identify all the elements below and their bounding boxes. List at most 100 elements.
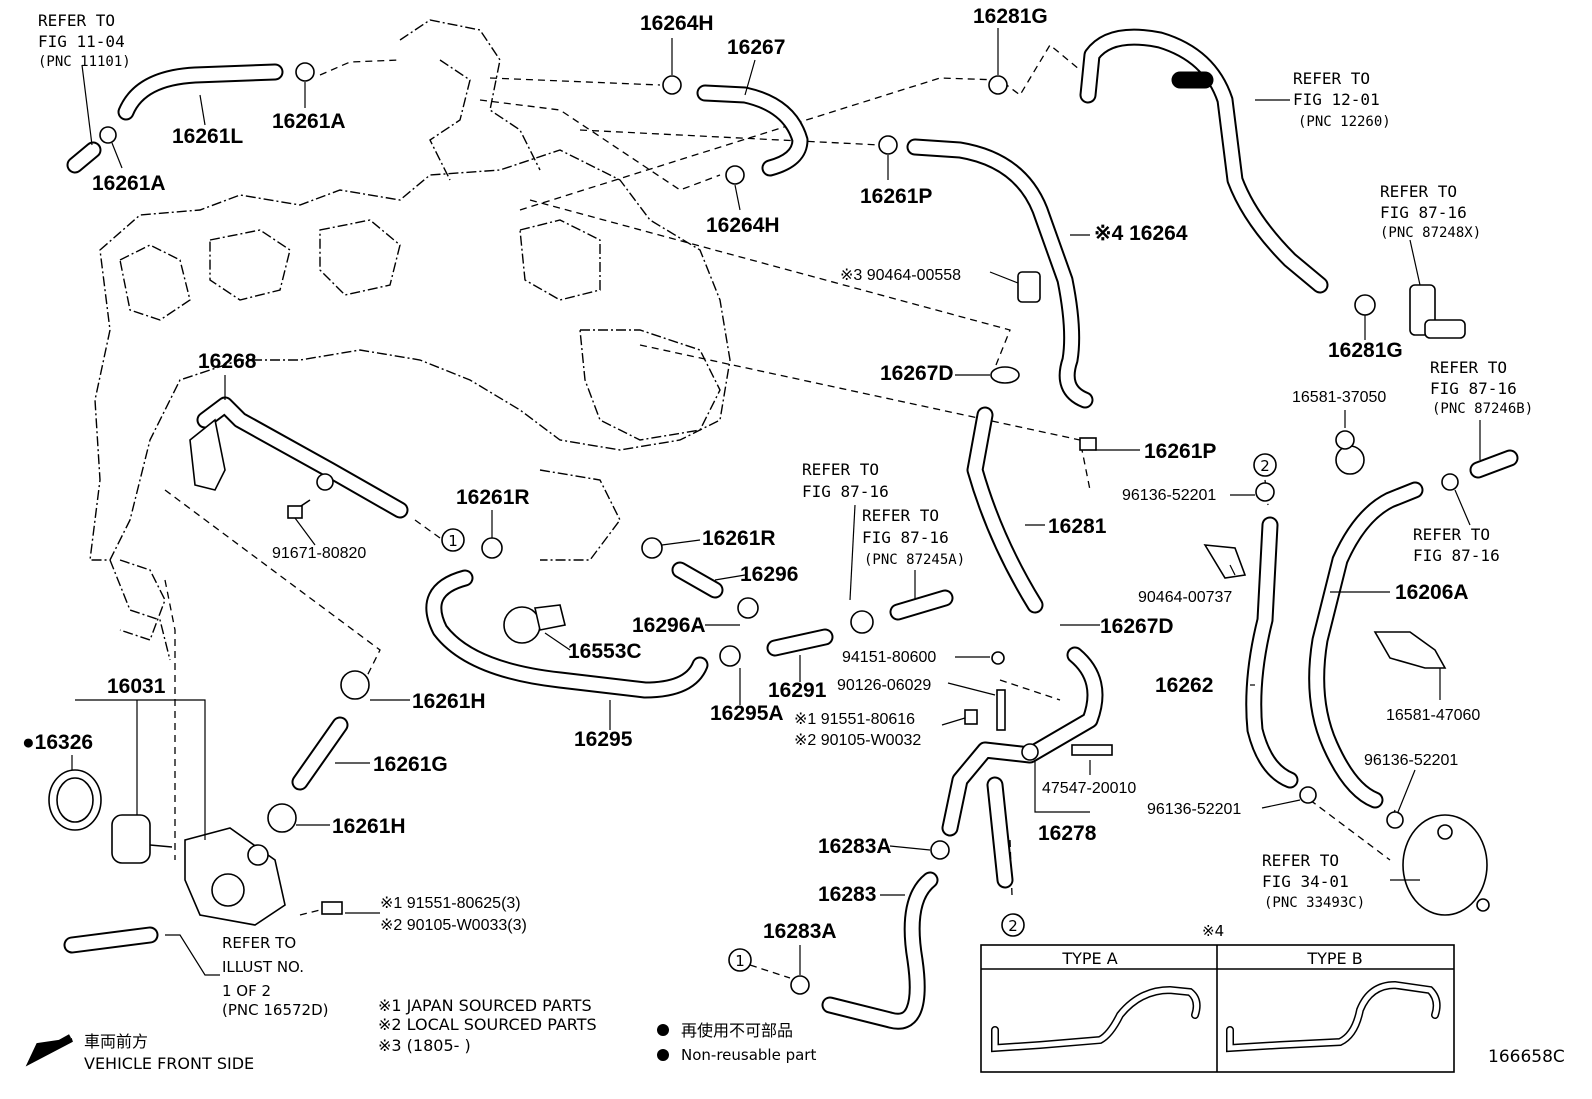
ref-fig-87-16-x-line2: FIG 87-16	[1380, 203, 1467, 222]
legend-front-jp: 車両前方	[84, 1032, 148, 1051]
ref-fig-34-01-line2: FIG 34-01	[1262, 872, 1349, 891]
hoses	[63, 28, 1519, 1030]
part-90105-W0033: ※2 90105-W0033(3)	[380, 917, 527, 934]
ref-illust-line3: 1 OF 2	[222, 982, 271, 1000]
ref-fig-87-16-x-line3: (PNC 87248X)	[1380, 225, 1481, 241]
part-16296A: 16296A	[632, 614, 706, 637]
part-16261A-top: 16261A	[272, 110, 346, 133]
part-16296: 16296	[740, 563, 798, 586]
part-16581-37050: 16581-37050	[1292, 389, 1386, 406]
part-16261G: 16261G	[373, 753, 448, 776]
legend-note-japan: ※1 JAPAN SOURCED PARTS	[378, 996, 592, 1015]
diagram-code: 166658C	[1488, 1047, 1565, 1067]
callout-2-a: 2	[1260, 457, 1270, 475]
ref-illust-line1: REFER TO	[222, 934, 296, 952]
ref-fig-34-01-line1: REFER TO	[1262, 851, 1339, 870]
front-arrow-icon	[25, 1034, 73, 1067]
part-16261R-a: 16261R	[456, 486, 530, 509]
part-16267D-mid: 16267D	[1100, 615, 1174, 638]
part-16283A-bottom: 16283A	[763, 920, 837, 943]
part-96136-52201-b: 96136-52201	[1364, 752, 1458, 769]
ref-fig-34-01-line3: (PNC 33493C)	[1264, 895, 1365, 911]
ref-fig-87-16-x-line1: REFER TO	[1380, 182, 1457, 201]
part-16581-47060: 16581-47060	[1386, 707, 1480, 724]
part-91551-80625: ※1 91551-80625(3)	[380, 895, 521, 912]
part-leader-lines	[71, 28, 1481, 976]
nonreuse-bullet-jp	[657, 1024, 669, 1036]
ref-fig-87-16-b-line1: REFER TO	[1430, 358, 1507, 377]
ref-fig-11-04-line1: REFER TO	[38, 11, 115, 30]
part-16291: 16291	[768, 679, 827, 702]
part-16267: 16267	[727, 36, 785, 59]
part-90464-00558: ※3 90464-00558	[840, 267, 961, 284]
legend-note-local: ※2 LOCAL SOURCED PARTS	[378, 1015, 597, 1034]
ref-fig-12-01-line3: (PNC 12260)	[1298, 114, 1391, 130]
part-96136-52201-a: 96136-52201	[1122, 487, 1216, 504]
ref-fig-11-04-line3: (PNC 11101)	[38, 54, 131, 70]
part-16261H-top: 16261H	[412, 690, 486, 713]
dashed-connection-lines	[164, 44, 1396, 979]
part-16261R-b: 16261R	[702, 527, 776, 550]
part-16278: 16278	[1038, 822, 1097, 845]
part-16261L: 16261L	[172, 125, 243, 148]
ref-fig-87-16-b-line2: FIG 87-16	[1430, 379, 1517, 398]
ref-fig-87-16-c-line1: REFER TO	[1413, 525, 1490, 544]
part-16326: ●16326	[22, 731, 93, 754]
ref-illust-line2: ILLUST NO.	[222, 958, 304, 976]
part-90105-W0032: ※2 90105-W0032	[794, 732, 921, 749]
callout-1-a: 1	[448, 532, 458, 550]
legend-nonreuse-jp: 再使用不可部品	[681, 1021, 793, 1040]
ref-fig-87-16-a-line2: FIG 87-16	[862, 528, 949, 547]
legend-nonreuse-en: Non-reusable part	[681, 1046, 816, 1064]
part-16264H-bottom: 16264H	[706, 214, 780, 237]
part-16261H-bottom: 16261H	[332, 815, 406, 838]
part-96136-52201-c: 96136-52201	[1147, 801, 1241, 818]
type-b-label: TYPE B	[1306, 949, 1362, 968]
part-16261P-mid: 16261P	[1144, 440, 1216, 463]
ref-fig-87-16-d-line2: FIG 87-16	[802, 482, 889, 501]
ref-fig-11-04-line2: FIG 11-04	[38, 32, 125, 51]
ref-fig-12-01-line1: REFER TO	[1293, 69, 1370, 88]
ref-fig-87-16-b-line3: (PNC 87246B)	[1432, 401, 1533, 417]
nonreuse-bullet-en	[657, 1049, 669, 1061]
part-16283: 16283	[818, 883, 876, 906]
engine-outline	[89, 19, 731, 661]
type-box-marker: ※4	[1202, 922, 1224, 940]
part-16281G-top: 16281G	[973, 5, 1048, 28]
part-16267D-top: 16267D	[880, 362, 954, 385]
part-91551-80616: ※1 91551-80616	[794, 711, 915, 728]
callout-2-b: 2	[1008, 917, 1018, 935]
reference-notes: REFER TO FIG 11-04 (PNC 11101) REFER TO …	[38, 11, 1533, 1019]
ref-fig-87-16-a-line3: (PNC 87245A)	[864, 552, 965, 568]
part-90464-00737: 90464-00737	[1138, 589, 1232, 606]
ref-fig-87-16-d-line1: REFER TO	[802, 460, 879, 479]
part-94151-80600: 94151-80600	[842, 649, 936, 666]
part-91671-80820: 91671-80820	[272, 545, 366, 562]
part-16553C: 16553C	[568, 640, 642, 663]
part-16264: ※4 16264	[1094, 222, 1188, 245]
clamps-and-fittings	[48, 62, 1490, 995]
callouts: 1 2 2 1	[441, 453, 1277, 972]
ref-fig-12-01-line2: FIG 12-01	[1293, 90, 1380, 109]
part-47547-20010: 47547-20010	[1042, 780, 1136, 797]
part-16268: 16268	[198, 350, 257, 373]
part-16261P-top: 16261P	[860, 185, 932, 208]
part-16281: 16281	[1048, 515, 1107, 538]
legend-note-date: ※3 (1805- )	[378, 1036, 471, 1055]
part-16261A-bottom: 16261A	[92, 172, 166, 195]
part-16283A-top: 16283A	[818, 835, 892, 858]
part-number-labels: 16261L 16261A 16261A 16264H 16267 16264H…	[22, 5, 1480, 943]
part-16206A: 16206A	[1395, 581, 1469, 604]
part-16262: 16262	[1155, 674, 1213, 697]
part-16295A: 16295A	[710, 702, 784, 725]
callout-1-b: 1	[735, 952, 745, 970]
type-variants-box: ※4 TYPE A TYPE B	[980, 922, 1455, 1073]
ref-illust-line4: (PNC 16572D)	[222, 1001, 328, 1019]
part-16295: 16295	[574, 728, 633, 751]
legend: ※1 JAPAN SOURCED PARTS ※2 LOCAL SOURCED …	[25, 996, 1565, 1073]
part-90126-06029: 90126-06029	[837, 677, 931, 694]
ref-fig-87-16-c-line2: FIG 87-16	[1413, 546, 1500, 565]
legend-front-en: VEHICLE FRONT SIDE	[84, 1054, 254, 1073]
type-a-label: TYPE A	[1061, 949, 1117, 968]
